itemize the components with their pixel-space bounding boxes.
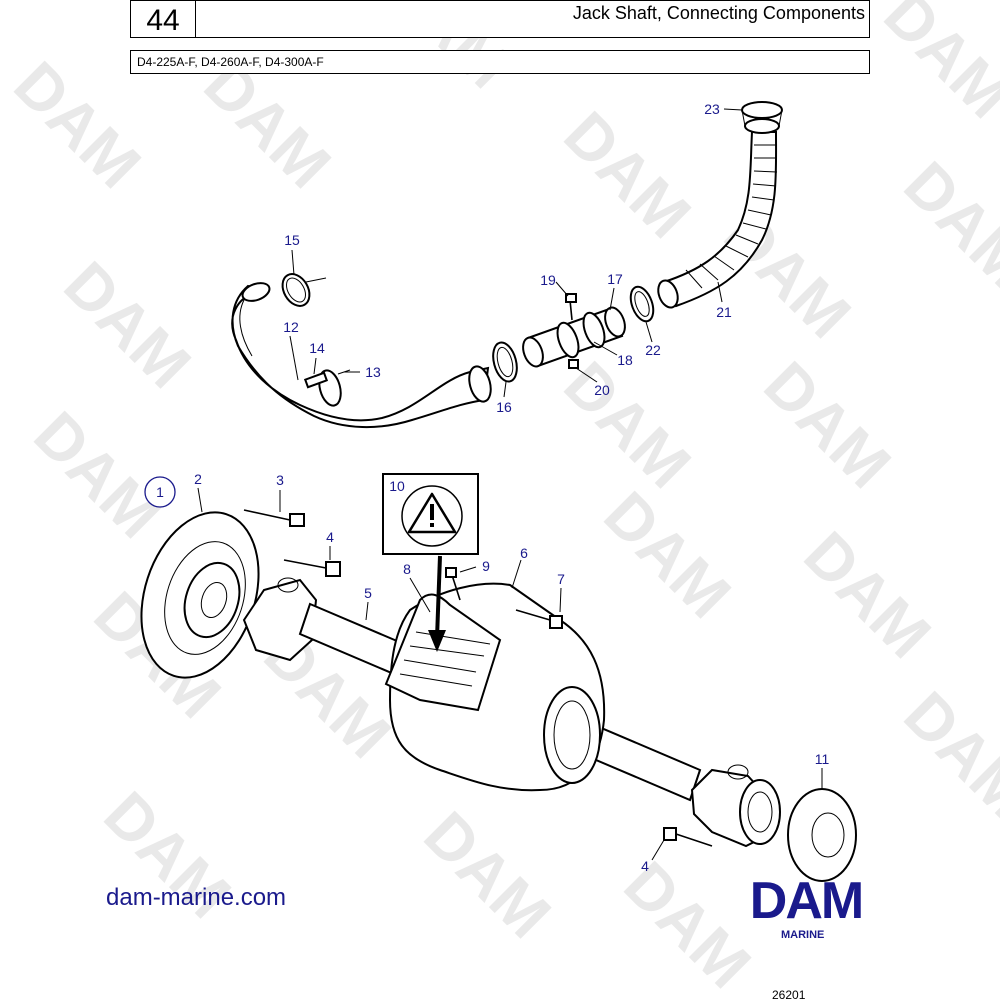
hose-12-end	[241, 282, 271, 302]
callout-4-upper: 4	[326, 529, 334, 545]
watermark: DAM	[51, 248, 205, 402]
watermark: DAM	[21, 398, 175, 552]
clamp-18b	[582, 311, 606, 349]
bolt-3	[289, 513, 305, 527]
callout-22: 22	[645, 342, 661, 358]
warning-triangle-icon	[401, 485, 463, 547]
page-title: Jack Shaft, Connecting Components	[572, 3, 865, 23]
callout-10: 10	[389, 478, 405, 494]
page-number: 44	[146, 4, 180, 37]
clamp-16	[492, 341, 518, 383]
callout-2: 2	[194, 471, 202, 487]
watermark: DAM	[751, 348, 905, 502]
screw-9	[445, 567, 457, 578]
watermark: DAM	[591, 478, 745, 632]
callout-labels: 1 2 3 4 5 6 7 8 9 10 11 4 12 13 14 15 16…	[144, 101, 830, 874]
clamp-15	[281, 273, 311, 307]
callout-11: 11	[815, 751, 830, 767]
callout-18: 18	[617, 352, 633, 368]
arrow-to-label	[435, 555, 442, 639]
dam-marine-logo: DAM	[750, 872, 864, 930]
callout-1-circle	[144, 476, 176, 508]
watermark: DAM	[871, 0, 1000, 132]
hose-21-ribs	[685, 144, 778, 289]
watermark: DAM	[891, 678, 1000, 832]
models-box: D4-225A-F, D4-260A-F, D4-300A-F	[130, 50, 870, 74]
bolt-14	[303, 371, 329, 389]
drawing-number: 26201	[772, 988, 806, 1000]
watermark: DAM	[611, 848, 765, 1000]
watermark: DAM	[891, 148, 1000, 302]
watermark: DAM	[551, 98, 705, 252]
callout-8: 8	[403, 561, 411, 577]
callout-13: 13	[365, 364, 381, 380]
title-box: Jack Shaft, Connecting Components	[195, 0, 870, 38]
clamp-18a	[556, 321, 580, 359]
watermark: DAM	[411, 798, 565, 952]
leader-lines	[197, 108, 823, 861]
bolt-19	[565, 293, 577, 303]
brand-logo-text: DAM	[750, 872, 862, 930]
callout-17: 17	[607, 271, 623, 287]
callout-19: 19	[540, 272, 556, 288]
callout-6: 6	[520, 545, 528, 561]
engine-models: D4-225A-F, D4-260A-F, D4-300A-F	[137, 55, 324, 69]
callout-1: 1	[156, 484, 164, 500]
watermark: DAM	[551, 348, 705, 502]
bolt-7	[549, 615, 563, 629]
brand-subtitle: MARINE	[781, 929, 825, 941]
bolt-4-upper	[325, 561, 341, 577]
flange-11	[787, 788, 857, 882]
callout-16: 16	[496, 399, 512, 415]
callout-4-lower: 4	[641, 858, 649, 874]
hose-assembly	[231, 101, 783, 429]
nut-20	[568, 359, 579, 369]
clamp-23	[741, 101, 783, 119]
bolt-4-lower	[663, 827, 677, 841]
callout-12: 12	[283, 319, 299, 335]
jackshaft-assembly	[140, 473, 857, 882]
callout-9: 9	[482, 558, 490, 574]
hose-12	[231, 284, 490, 429]
callout-5: 5	[364, 585, 372, 601]
callout-23: 23	[704, 101, 720, 117]
callout-21: 21	[716, 304, 732, 320]
callout-20: 20	[594, 382, 610, 398]
website-link[interactable]: dam-marine.com	[106, 884, 287, 911]
watermark: DAM	[791, 518, 945, 672]
clamp-22	[629, 285, 655, 323]
callout-7: 7	[557, 571, 565, 587]
page-number-box: 44	[130, 0, 196, 38]
callout-3: 3	[276, 472, 284, 488]
callout-15: 15	[284, 232, 300, 248]
callout-14: 14	[309, 340, 325, 356]
